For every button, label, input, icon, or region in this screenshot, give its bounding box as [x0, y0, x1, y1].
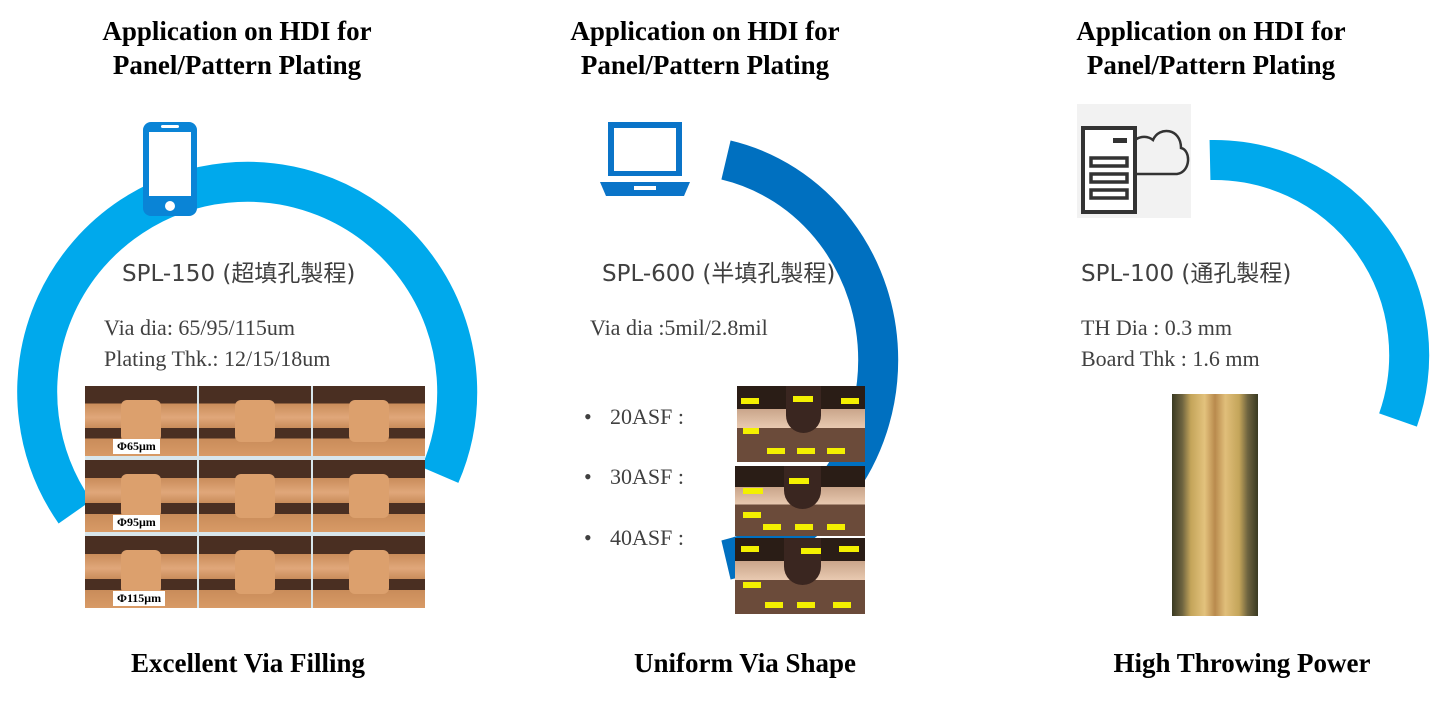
micrograph-label: Φ65μm — [113, 439, 160, 454]
bullet-20asf: • 20ASF : — [584, 404, 684, 430]
via-cross-section-30asf — [735, 466, 865, 536]
column-1-spec-line: Via dia: 65/95/115um — [104, 315, 295, 340]
laptop-icon — [600, 122, 690, 196]
column-2-title-line1: Application on HDI for — [570, 16, 840, 46]
micrograph-cell: Φ115μm — [85, 536, 197, 608]
column-3-specs: TH Dia : 0.3 mm Board Thk : 1.6 mm — [1081, 312, 1260, 374]
column-2-title: Application on HDI for Panel/Pattern Pla… — [495, 14, 915, 82]
smartphone-icon — [143, 122, 197, 216]
bullet-text: 30ASF : — [610, 464, 684, 489]
micrograph-cell — [313, 536, 425, 608]
column-3-title-line1: Application on HDI for — [1076, 16, 1346, 46]
column-1-title: Application on HDI for Panel/Pattern Pla… — [27, 14, 447, 82]
server-cloud-icon — [1081, 126, 1190, 214]
column-2-footer: Uniform Via Shape — [633, 648, 857, 678]
via-fill-micrograph-grid: Φ65μm Φ95μm Φ115μm — [85, 386, 425, 608]
bullet-dot: • — [584, 525, 592, 550]
bullet-text: 20ASF : — [610, 404, 684, 429]
ring-arc-3 — [1209, 139, 1430, 427]
column-1-footer: Excellent Via Filling — [131, 648, 365, 678]
bullet-30asf: • 30ASF : — [584, 464, 684, 490]
column-1-specs: Via dia: 65/95/115um Plating Thk.: 12/15… — [104, 312, 330, 374]
micrograph-cell — [199, 460, 311, 532]
column-3-spec-line: Board Thk : 1.6 mm — [1081, 346, 1260, 371]
micrograph-cell: Φ65μm — [85, 386, 197, 456]
micrograph-label: Φ95μm — [113, 515, 160, 530]
micrograph-cell — [313, 460, 425, 532]
server-cloud-icon-frame — [1077, 104, 1191, 218]
through-hole-micrograph — [1172, 394, 1258, 616]
via-cross-section-20asf — [737, 386, 865, 462]
micrograph-cell — [199, 386, 311, 456]
bullet-dot: • — [584, 404, 592, 429]
column-2-specs: Via dia :5mil/2.8mil — [590, 312, 768, 343]
micrograph-label: Φ115μm — [113, 591, 166, 606]
bullet-text: 40ASF : — [610, 525, 684, 550]
column-3-spec-line: TH Dia : 0.3 mm — [1081, 315, 1232, 340]
column-2-title-line2: Panel/Pattern Plating — [580, 50, 830, 80]
column-3-title: Application on HDI for Panel/Pattern Pla… — [1001, 14, 1421, 82]
micrograph-cell: Φ95μm — [85, 460, 197, 532]
column-1-product: SPL-150 (超填孔製程) — [122, 261, 356, 287]
column-2-spec-line: Via dia :5mil/2.8mil — [590, 315, 768, 340]
column-3-title-line2: Panel/Pattern Plating — [1086, 50, 1336, 80]
column-2-product: SPL-600 (半填孔製程) — [602, 261, 836, 287]
bullet-dot: • — [584, 464, 592, 489]
column-1-title-line2: Panel/Pattern Plating — [112, 50, 362, 80]
column-1-spec-line: Plating Thk.: 12/15/18um — [104, 346, 331, 371]
column-1-title-line1: Application on HDI for — [102, 16, 372, 46]
ring-arc-1 — [17, 161, 478, 524]
bullet-40asf: • 40ASF : — [584, 525, 684, 551]
micrograph-cell — [313, 386, 425, 456]
via-cross-section-40asf — [735, 538, 865, 614]
column-3-product: SPL-100 (通孔製程) — [1081, 261, 1292, 287]
micrograph-cell — [199, 536, 311, 608]
column-3-footer: High Throwing Power — [1113, 648, 1371, 678]
